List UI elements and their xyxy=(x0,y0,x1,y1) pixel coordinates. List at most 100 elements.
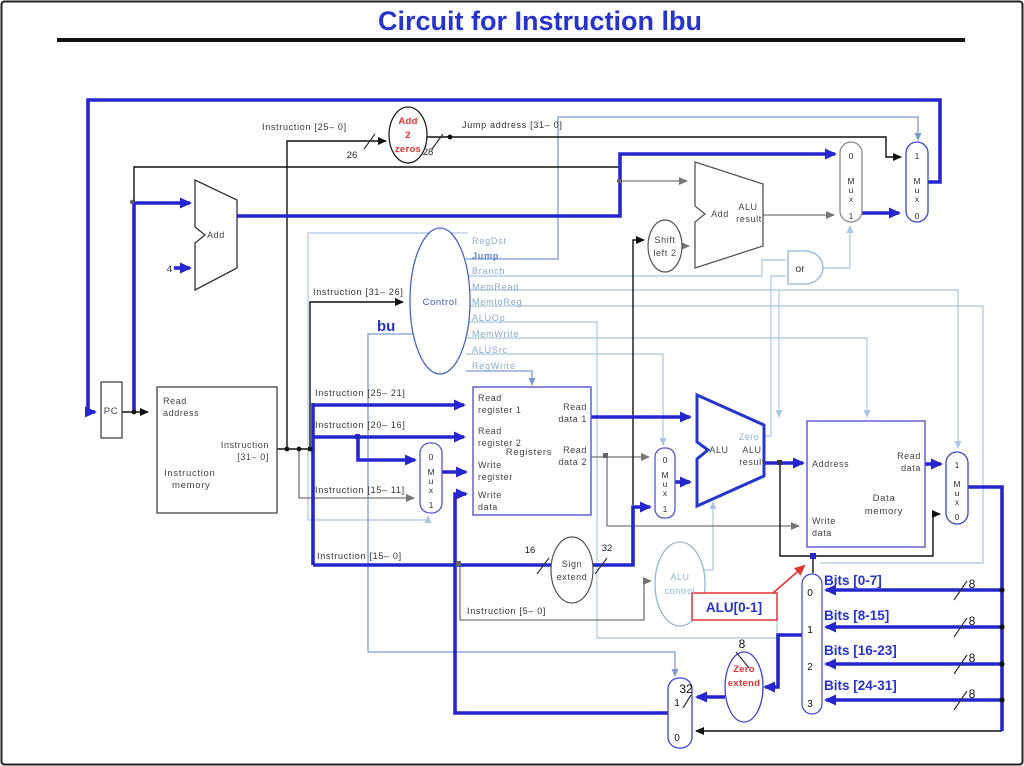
branch-add-result-1: ALU xyxy=(738,202,757,212)
signextend-1: Sign xyxy=(562,559,582,569)
write-register-mux xyxy=(419,442,443,514)
memtoreg-mux xyxy=(945,451,969,525)
thick-blue-wires xyxy=(85,98,1004,731)
reg-rr1b: register 1 xyxy=(478,405,522,415)
muxA-x: x xyxy=(429,485,434,495)
instruction-memory-block xyxy=(156,386,278,514)
or-gate-label: or xyxy=(795,263,805,275)
registers-block xyxy=(472,386,592,516)
alu-labels: Add Add ALU result ALU Zero ALU result xyxy=(207,202,764,467)
muxE-x: x xyxy=(955,497,960,507)
control-ellipse xyxy=(409,227,471,375)
branch-mux xyxy=(839,141,863,223)
alu-bits-annotation-box xyxy=(691,592,778,621)
zeroextend-2: extend xyxy=(728,678,760,689)
muxA-1: 1 xyxy=(429,500,434,510)
im-name-2: memory xyxy=(172,480,211,491)
main-alu xyxy=(695,392,766,509)
label-aluop: ALUOp xyxy=(472,313,506,323)
data-memory-block xyxy=(806,420,926,548)
pc-add-alu xyxy=(194,178,238,292)
alucontrol-1: ALU xyxy=(670,572,689,582)
label-memread: MemRead xyxy=(472,282,519,292)
width-8-byte2: 8 xyxy=(969,651,976,665)
dm-rdb: data xyxy=(901,463,921,473)
label-bits-8-15: Bits [8-15] xyxy=(824,608,889,623)
shiftleft2-1: Shift xyxy=(654,235,675,245)
main-alu-zero: Zero xyxy=(739,432,760,442)
muxC-x: x xyxy=(849,194,854,204)
width-28: 28 xyxy=(423,147,434,158)
byte-line-labels: Bits [0-7] Bits [8-15] Bits [16-23] Bits… xyxy=(824,573,897,693)
muxD-x: x xyxy=(915,194,920,204)
muxD-u: u xyxy=(915,185,920,195)
im-name-1: Instruction xyxy=(164,468,216,479)
add2zeros-2: 2 xyxy=(405,130,411,141)
label-jump: Jump xyxy=(472,251,499,261)
reg-wra: Write xyxy=(478,460,502,470)
branch-add-alu xyxy=(694,161,764,269)
or-gate xyxy=(787,250,824,285)
dm-name-2: memory xyxy=(865,506,904,517)
width-4: 4 xyxy=(167,264,172,275)
muxA-0: 0 xyxy=(429,452,434,462)
muxB-x: x xyxy=(663,488,668,498)
branch-add-label: Add xyxy=(711,209,729,219)
label-instruction-15-0: Instruction [15– 0] xyxy=(317,551,402,561)
pc-add-label: Add xyxy=(207,230,225,240)
muxB-u: u xyxy=(663,479,668,489)
control-label: Control xyxy=(423,297,458,308)
pc-label: PC xyxy=(104,406,119,417)
width-16: 16 xyxy=(525,545,536,556)
add2zeros-1: Add xyxy=(398,116,417,127)
width-26: 26 xyxy=(347,150,358,161)
alucontrol-2: control xyxy=(665,586,696,596)
ellipse-labels: Add 2 zeros Shift left 2 Sign extend ALU… xyxy=(395,116,760,689)
alu-bits-annotation: ALU[0-1] xyxy=(706,600,762,615)
reg-rd1a: Read xyxy=(563,402,587,412)
muxC-0: 0 xyxy=(849,151,854,161)
pc-block xyxy=(100,381,123,439)
muxD-m: M xyxy=(913,176,920,186)
label-memtoreg: MemtoReg xyxy=(472,297,522,307)
junction-nodes xyxy=(129,134,1005,703)
reg-wda: Write xyxy=(478,490,502,500)
red-pointer-arrow xyxy=(772,564,806,594)
muxC-u: u xyxy=(849,185,854,195)
alusrc-mux xyxy=(654,447,676,519)
add2zeros-3: zeros xyxy=(395,144,421,155)
muxD-1: 1 xyxy=(915,151,920,161)
reg-rr1a: Read xyxy=(478,393,502,403)
zero-extend-ellipse xyxy=(724,651,764,723)
muxF-3: 3 xyxy=(807,699,813,710)
muxE-m: M xyxy=(953,479,960,489)
label-bits-0-7: Bits [0-7] xyxy=(824,573,882,588)
width-32-writeback: 32 xyxy=(679,682,693,696)
label-regdst: RegDst xyxy=(472,236,507,246)
branch-add-result-2: result xyxy=(736,214,762,224)
muxB-0: 0 xyxy=(663,455,668,465)
dm-name-1: Data xyxy=(873,493,896,504)
label-jump-address: Jump address [31– 0] xyxy=(462,120,563,130)
byte-select-mux xyxy=(801,573,823,715)
label-instruction-25-21: Instruction [25– 21] xyxy=(315,388,406,398)
reg-rd2b: data 2 xyxy=(558,457,587,467)
width-8-zeroext: 8 xyxy=(739,637,746,651)
width-32-signext: 32 xyxy=(602,543,613,554)
label-instruction-25-0: Instruction [25– 0] xyxy=(262,122,347,132)
page-title: Circuit for Instruction lbu xyxy=(378,6,702,36)
main-alu-label: ALU xyxy=(709,445,728,455)
label-bits-16-23: Bits [16-23] xyxy=(824,643,897,658)
muxE-1: 1 xyxy=(955,460,960,470)
dm-rda: Read xyxy=(897,451,921,461)
muxE-0: 0 xyxy=(955,512,960,522)
mux-labels: 0 M u x 1 0 M u x 1 0 M u x 1 1 M u x 0 … xyxy=(427,151,960,744)
zeroextend-1: Zero xyxy=(733,664,755,675)
label-instruction-31-26: Instruction [31– 26] xyxy=(313,287,404,297)
writeback-mux xyxy=(667,677,693,749)
muxB-m: M xyxy=(661,470,668,480)
instruction-memory-labels: Read address Instruction [31– 0] Instruc… xyxy=(163,396,268,491)
muxF-2: 2 xyxy=(807,662,813,673)
